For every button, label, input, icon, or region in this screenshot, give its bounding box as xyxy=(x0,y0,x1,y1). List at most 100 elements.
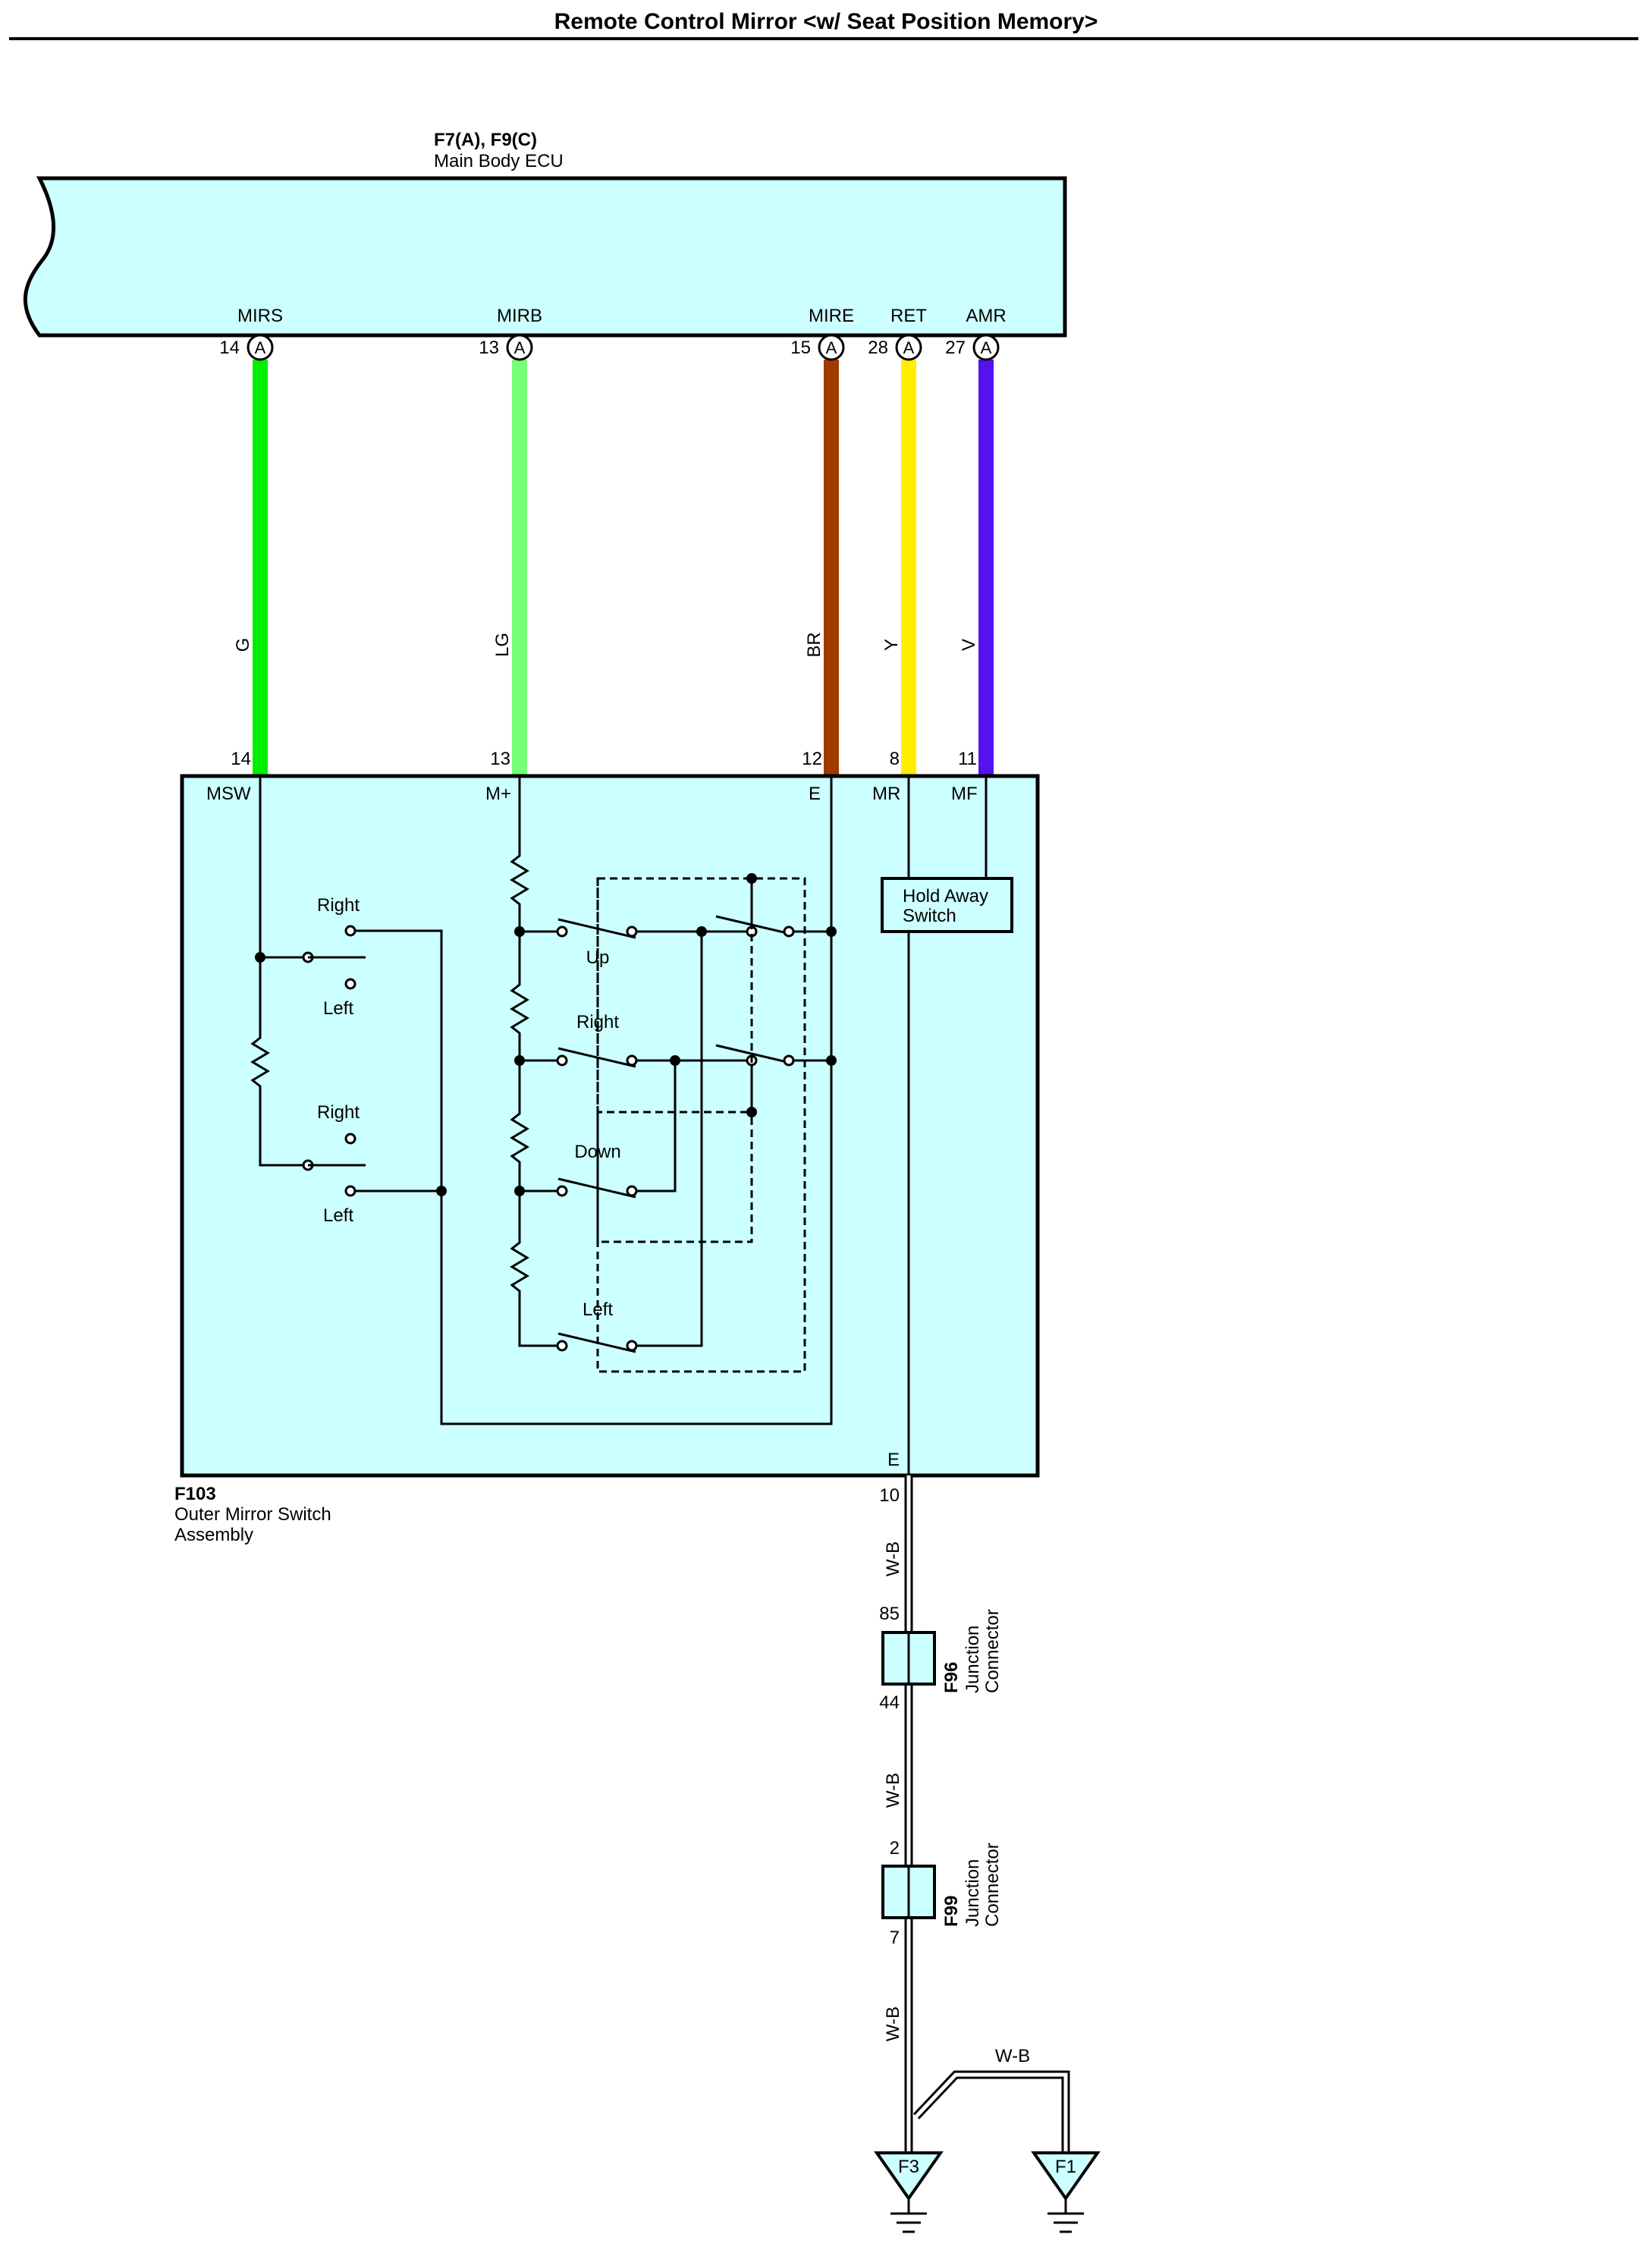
ecu-pin-name: MIRE xyxy=(809,306,854,326)
switch-pin-name: E xyxy=(809,784,821,804)
contact xyxy=(783,925,795,938)
ground-wire xyxy=(904,1475,1070,2177)
ecu-body xyxy=(23,176,1067,338)
junction-dot xyxy=(696,926,707,937)
ecu-terminal xyxy=(818,334,845,361)
contact xyxy=(556,1054,568,1067)
f96-pin-in: 85 xyxy=(879,1604,900,1624)
selector-label-left: Left xyxy=(323,1205,353,1226)
wire-color-code: BR xyxy=(804,632,824,657)
contact xyxy=(626,1340,638,1352)
switch-ground-pin-name: E xyxy=(887,1450,900,1470)
contact xyxy=(344,1185,356,1197)
ecu-connector-letter: A xyxy=(981,338,992,357)
ecu-connector-letter: A xyxy=(514,338,526,357)
ecu-terminals: A A A A A 14 13 15 28 27 xyxy=(219,334,1000,361)
linkage-up-down xyxy=(596,878,753,1114)
colored-wires xyxy=(253,360,994,775)
ground-f3: F3 xyxy=(874,2151,944,2233)
wire-color-codes: G LG BR Y V xyxy=(233,632,979,657)
wire-y xyxy=(901,360,916,775)
contact xyxy=(556,1340,568,1352)
ecu-pin-name: RET xyxy=(890,306,927,326)
ecu-pin-name: MIRB xyxy=(497,306,542,326)
ecu-connector-letter: A xyxy=(255,338,266,357)
ground-label-f3: F3 xyxy=(898,2157,919,2177)
wire-color-code: Y xyxy=(881,639,902,651)
junction-dot xyxy=(436,1186,447,1196)
ecu-pin-number: 14 xyxy=(219,338,240,358)
ecu-terminal xyxy=(895,334,922,361)
contact xyxy=(344,978,356,990)
switch-assembly-name: Assembly xyxy=(174,1525,253,1545)
switch-pin-name: MSW xyxy=(206,784,251,804)
left-out xyxy=(636,932,703,1347)
wire-color-code: V xyxy=(959,639,979,651)
hold-away-label: Hold Away xyxy=(903,886,988,907)
wire-v xyxy=(978,360,994,775)
ecu-pin-number: 27 xyxy=(945,338,966,358)
linkage-outer xyxy=(596,877,806,1373)
f99-code: F99 xyxy=(941,1896,962,1927)
contact xyxy=(626,1054,638,1067)
contact xyxy=(556,925,568,938)
junction-dot xyxy=(826,926,837,937)
ladder-resistors xyxy=(510,776,557,1347)
ecu-pin-number: 13 xyxy=(479,338,499,358)
ecu-connector-letter: A xyxy=(903,338,915,357)
hold-away-label: Switch xyxy=(903,906,956,926)
ground-branch-fill xyxy=(915,2072,1068,2177)
contact xyxy=(783,1054,795,1067)
f96-label: Connector xyxy=(982,1609,1003,1693)
switch-assembly-name: Outer Mirror Switch xyxy=(174,1504,331,1525)
ground-wire-color: W-B xyxy=(883,1541,903,1576)
switch-pin-name: M+ xyxy=(485,784,511,804)
changeover-blade xyxy=(715,1044,794,1065)
contact xyxy=(344,1133,356,1145)
switch-pin-name: MF xyxy=(951,784,978,804)
ecu-terminal xyxy=(247,334,274,361)
junction-dot xyxy=(670,1055,680,1066)
switch-pin-number: 8 xyxy=(890,749,900,769)
switch-pin-number: 11 xyxy=(958,749,977,769)
ground-triangle xyxy=(874,2151,944,2201)
switch-pin-name: MR xyxy=(872,784,900,804)
ground-f1: F1 xyxy=(1031,2151,1101,2233)
wire-color-code: LG xyxy=(492,633,513,657)
selector-label-right: Right xyxy=(317,1102,360,1123)
f99-pin-in: 2 xyxy=(890,1838,900,1859)
ground-wire-color: W-B xyxy=(883,1773,903,1808)
ecu-pin-name: AMR xyxy=(966,306,1006,326)
linkage-right xyxy=(596,1112,753,1243)
selector-label-left: Left xyxy=(323,998,353,1019)
f99-label: Connector xyxy=(982,1843,1003,1927)
switch-internal-circuit: Right Left Right Left Up Right xyxy=(250,776,1013,1475)
selector-label-right: Right xyxy=(317,895,360,916)
switch-pin-number: 14 xyxy=(231,749,251,769)
wire-g xyxy=(253,360,268,775)
contact xyxy=(344,925,356,937)
ground-label-f1: F1 xyxy=(1055,2157,1076,2177)
switch-pin-numbers: 14 13 12 8 11 xyxy=(231,749,977,769)
hold-away-switch xyxy=(881,877,1013,933)
ground-triangle xyxy=(1031,2151,1101,2201)
ecu-pin-name: MIRS xyxy=(237,306,283,326)
wire-lg xyxy=(512,360,527,775)
ecu-terminal xyxy=(972,334,1000,361)
f99-pin-out: 7 xyxy=(890,1928,900,1948)
junction-dot xyxy=(826,1055,837,1066)
f96-code: F96 xyxy=(941,1662,962,1693)
switch-assembly-code: F103 xyxy=(174,1484,216,1504)
contact xyxy=(556,1185,568,1197)
selector-bus xyxy=(355,776,833,1425)
ground-wire-color: W-B xyxy=(883,2006,903,2041)
wire-color-code: G xyxy=(233,638,253,652)
switch-pin-names: MSW M+ E MR MF xyxy=(206,784,978,804)
msw-resistor xyxy=(250,957,303,1167)
ecu-terminal xyxy=(506,334,533,361)
changeover-blade xyxy=(715,915,794,936)
f99-label: Junction xyxy=(963,1859,983,1927)
switch-pin-number: 12 xyxy=(802,749,822,769)
ecu-name: Main Body ECU xyxy=(434,151,564,171)
wire-br xyxy=(824,360,839,775)
